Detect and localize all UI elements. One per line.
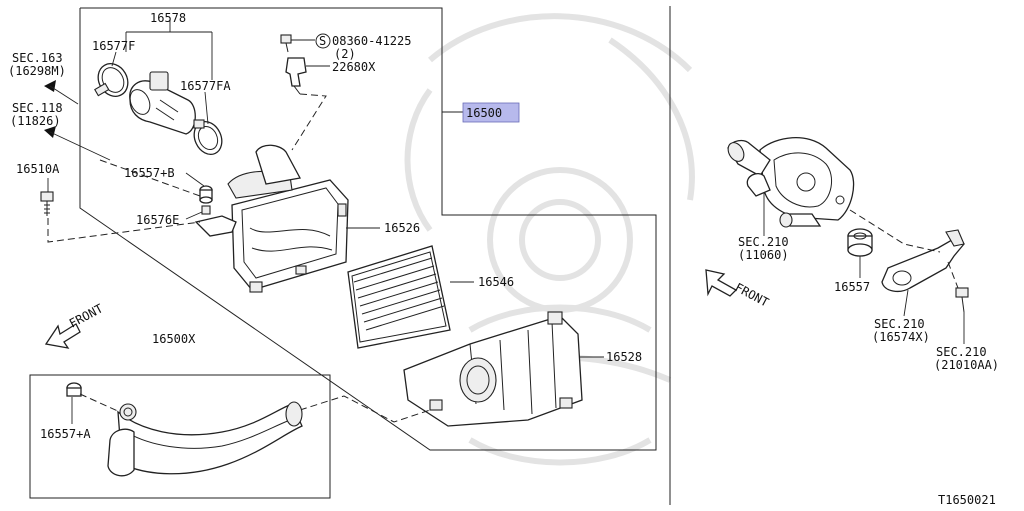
callout-16577FA: 16577FA <box>180 79 231 93</box>
dash-bolt <box>47 218 201 243</box>
callout-16578: 16578 <box>150 11 186 25</box>
dash-bolt-right <box>947 261 959 289</box>
cover-16528 <box>403 311 583 427</box>
bracket-16574X <box>881 229 965 293</box>
dash-grommet-A <box>79 393 121 413</box>
dash-grommet <box>99 159 201 197</box>
thermostat-housing-sec210 <box>727 136 855 228</box>
dash-sensor <box>291 93 327 151</box>
assembly-frame-16500 <box>79 7 657 451</box>
callout-16557A: 16557+A <box>40 427 91 441</box>
dash-cover-duct <box>299 395 431 423</box>
callout-16528: 16528 <box>606 350 642 364</box>
callout-16510A: 16510A <box>16 162 60 176</box>
bolt-21010AA <box>955 287 969 313</box>
leader-16557B <box>185 172 205 187</box>
sec163-line2: (16298M) <box>8 64 66 78</box>
leader-16577FA <box>204 91 209 125</box>
sensor-22680X <box>285 57 307 95</box>
leader-16577F <box>111 51 117 67</box>
sec210a-line2: (11060) <box>738 248 789 262</box>
callout-08360-prefix: S <box>319 34 326 48</box>
leader-16576E <box>185 211 203 220</box>
callout-16500X: 16500X <box>152 332 196 346</box>
front-arrow-right <box>705 269 738 297</box>
sec210c-line1: SEC.210 <box>936 345 987 359</box>
callout-16557B: 16557+B <box>124 166 175 180</box>
callout-22680X: 22680X <box>332 60 376 74</box>
sec118-line1: SEC.118 <box>12 101 63 115</box>
callout-16546: 16546 <box>478 275 514 289</box>
callout-16526: 16526 <box>384 221 420 235</box>
sec163-line1: SEC.163 <box>12 51 63 65</box>
intake-duct-16500X <box>107 401 303 477</box>
s-mark-circle <box>315 33 331 49</box>
sec163-arrow <box>44 80 79 105</box>
callout-16557: 16557 <box>834 280 870 294</box>
grommet-16557A <box>66 382 82 397</box>
sec210c-line2: (21010AA) <box>934 358 999 372</box>
front-label-left: FRONT <box>67 301 105 330</box>
callout-16500: 16500 <box>466 106 502 120</box>
drawing-code: T1650021 <box>938 493 996 507</box>
leader-sec210b <box>903 289 909 317</box>
clamp-16577FA <box>193 119 223 156</box>
front-label-right: FRONT <box>733 280 771 309</box>
screw-08360-41225 <box>280 34 292 53</box>
bolt-16510A <box>40 191 54 216</box>
callout-16577F: 16577F <box>92 39 135 53</box>
airflow-meter-16578 <box>129 71 196 135</box>
leader-16578 <box>125 20 213 80</box>
sec118-arrow <box>44 126 111 161</box>
grommet-16557B <box>199 185 213 204</box>
sec210a-line1: SEC.210 <box>738 235 789 249</box>
case-16526 <box>227 144 349 293</box>
callout-16576E: 16576E <box>136 213 179 227</box>
filter-element-16546 <box>347 245 451 349</box>
callout-08360-qty: (2) <box>334 47 356 61</box>
callout-16500-highlight <box>462 102 520 123</box>
clamp-16577F <box>94 63 129 97</box>
grommet-16557 <box>847 228 873 257</box>
bracket-16576E <box>194 205 237 237</box>
sec210b-line2: (16574X) <box>872 330 930 344</box>
duct-frame-16500X <box>29 374 331 499</box>
front-arrow-left <box>44 323 81 349</box>
callout-08360: 08360-41225 <box>332 34 411 48</box>
dash-bracket <box>849 209 941 253</box>
sec118-line2: (11826) <box>10 114 61 128</box>
sec210b-line1: SEC.210 <box>874 317 925 331</box>
